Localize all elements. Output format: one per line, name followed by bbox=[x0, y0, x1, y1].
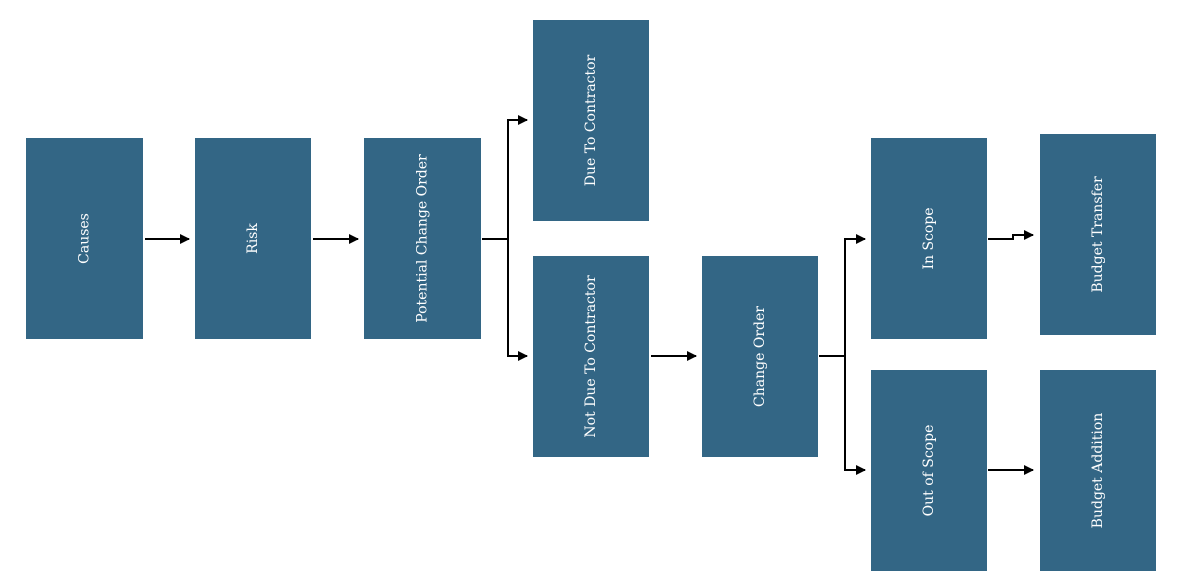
arrow-in-scope-to-budget-transfer bbox=[988, 230, 1034, 240]
node-budget-addition-label: Budget Addition bbox=[1090, 413, 1106, 529]
node-in-scope: In Scope bbox=[871, 138, 987, 339]
node-due-to-contractor: Due To Contractor bbox=[533, 20, 649, 221]
node-risk-label: Risk bbox=[245, 223, 261, 254]
node-not-due-to-contractor: Not Due To Contractor bbox=[533, 256, 649, 457]
node-out-of-scope: Out of Scope bbox=[871, 370, 987, 571]
arrow-change-order-to-out-of-scope bbox=[819, 355, 866, 475]
node-in-scope-label: In Scope bbox=[921, 207, 937, 269]
node-potential-change-order: Potential Change Order bbox=[364, 138, 481, 339]
node-due-to-contractor-label: Due To Contractor bbox=[583, 54, 599, 186]
node-change-order-label: Change Order bbox=[752, 306, 768, 407]
node-causes: Causes bbox=[26, 138, 143, 339]
node-potential-change-order-label: Potential Change Order bbox=[415, 154, 431, 323]
arrow-potential-change-order-to-not-due-to-contractor bbox=[482, 238, 528, 361]
node-out-of-scope-label: Out of Scope bbox=[921, 425, 937, 517]
node-budget-transfer-label: Budget Transfer bbox=[1090, 176, 1106, 293]
arrow-potential-change-order-to-due-to-contractor bbox=[482, 115, 528, 240]
node-risk: Risk bbox=[195, 138, 311, 339]
node-budget-transfer: Budget Transfer bbox=[1040, 134, 1156, 335]
node-change-order: Change Order bbox=[702, 256, 818, 457]
arrow-change-order-to-in-scope bbox=[819, 234, 866, 357]
node-not-due-to-contractor-label: Not Due To Contractor bbox=[583, 275, 599, 438]
node-budget-addition: Budget Addition bbox=[1040, 370, 1156, 571]
node-causes-label: Causes bbox=[77, 213, 93, 264]
